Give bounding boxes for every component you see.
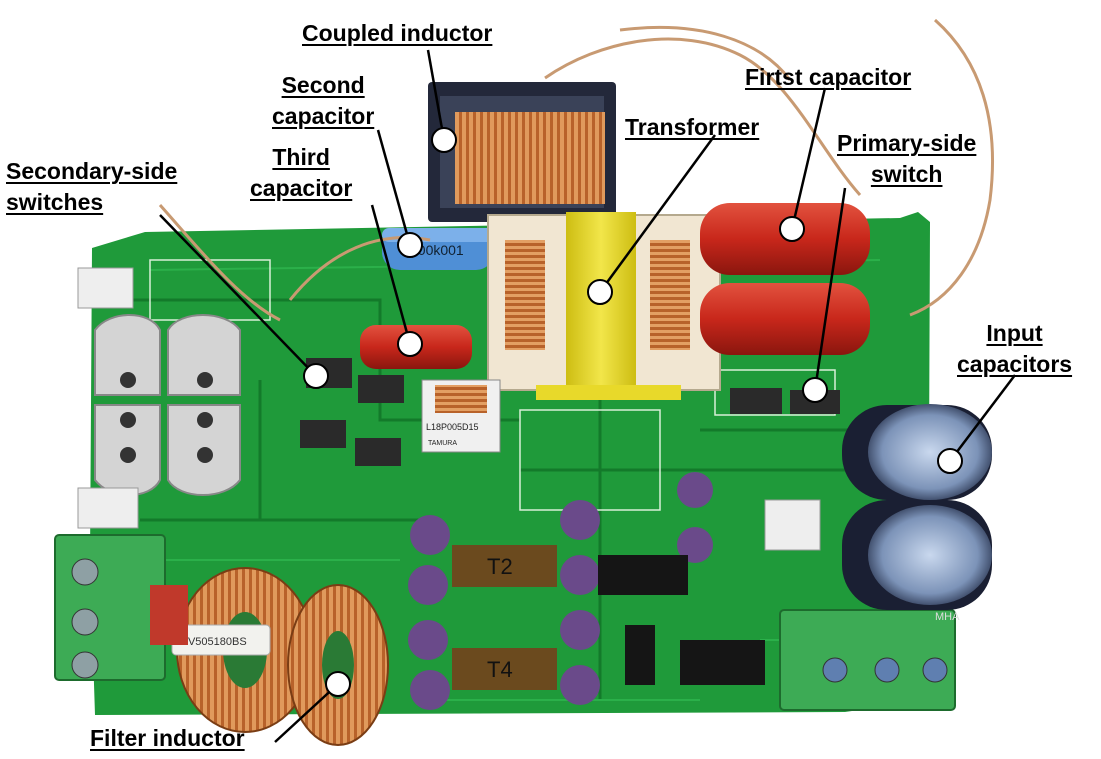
small-electrolytic-caps: [408, 472, 713, 710]
filter-inductor-marker: [325, 671, 351, 697]
power-switches: [300, 358, 840, 466]
callout-filter-inductor: Filter inductor: [90, 725, 245, 751]
callout-secondary-side-switches: Secondary-side switches: [6, 158, 178, 215]
coupled-inductor-component: [428, 82, 616, 222]
primary-side-switch-marker: [802, 377, 828, 403]
header-connector: [77, 487, 139, 529]
input-capacitors-component: MHA: [842, 404, 992, 623]
flying-wires: [158, 18, 994, 322]
secondary-side-switches-marker: [303, 363, 329, 389]
transformer-marker: [587, 279, 613, 305]
first-capacitor-marker: [779, 216, 805, 242]
callout-second-capacitor: Second capacitor: [272, 72, 375, 129]
input-cap-brand: MHA: [935, 611, 960, 623]
filter-inductor-component: CV505180BS: [150, 567, 389, 746]
current-sensor-component: L18P005D15 TAMURA: [421, 379, 501, 453]
input-capacitors-marker: [937, 448, 963, 474]
gate-transformers: T2 T4: [452, 545, 557, 690]
callout-input-capacitors: Input capacitors: [957, 320, 1073, 377]
terminal-block-left: [54, 534, 166, 681]
callout-transformer: Transformer: [625, 114, 760, 140]
transformer-component: [487, 212, 721, 400]
callout-primary-side-switch: Primary-side switch: [837, 130, 977, 187]
second-capacitor-marker: [397, 232, 423, 258]
header-connector: [77, 267, 134, 309]
coupled-inductor-marker: [431, 127, 457, 153]
callout-first-capacitor: Firtst capacitor: [745, 64, 912, 90]
gate-transformer-t4: T4: [487, 657, 513, 682]
ics: [598, 499, 821, 685]
current-sensor-maker: TAMURA: [428, 440, 457, 447]
blue-cap-marking: 100k001: [410, 242, 464, 258]
current-sensor-marking: L18P005D15: [426, 422, 479, 432]
third-capacitor-marker: [397, 331, 423, 357]
leader-lines: [159, 49, 1016, 743]
callout-coupled-inductor: Coupled inductor: [302, 20, 493, 46]
output-connector-housing: [94, 314, 241, 496]
terminal-block-right: [779, 609, 956, 711]
gate-transformer-t2: T2: [487, 554, 513, 579]
choke-label: CV505180BS: [180, 636, 247, 648]
callout-third-capacitor: Third capacitor: [250, 144, 353, 201]
